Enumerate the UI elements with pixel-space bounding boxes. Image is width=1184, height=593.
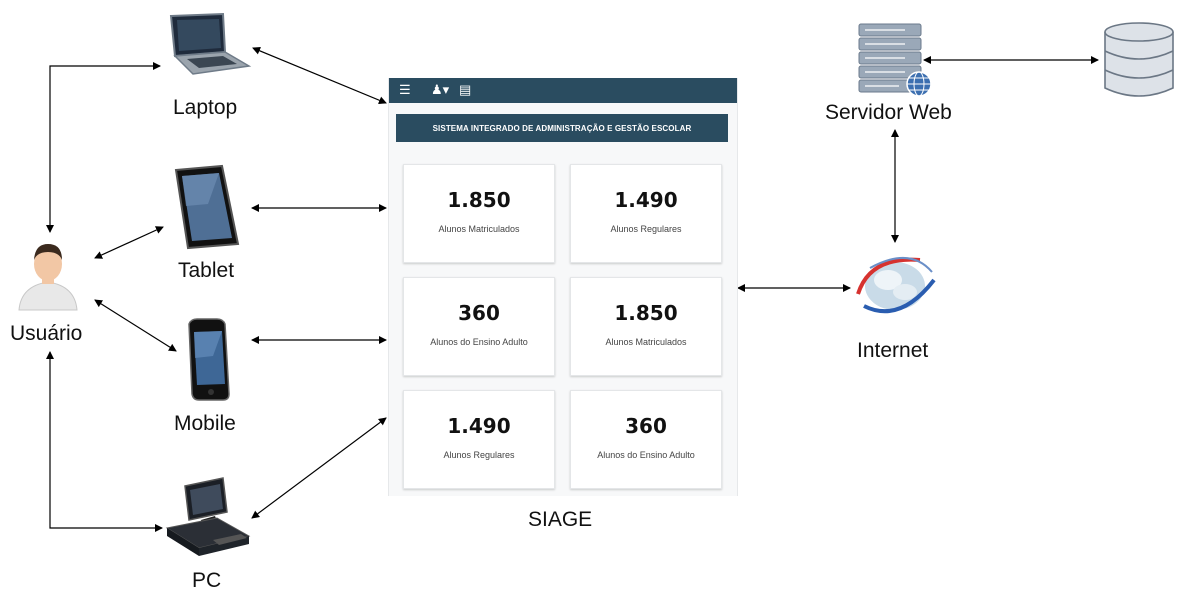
stat-card[interactable]: 360 Alunos do Ensino Adulto [403,277,555,376]
label-mobile: Mobile [174,412,236,435]
mobile-icon [188,318,230,401]
user-menu-icon[interactable]: ♟▾ [431,82,450,97]
stat-label: Alunos do Ensino Adulto [597,450,695,460]
stat-label: Alunos Matriculados [438,224,520,234]
stat-value: 1.850 [614,301,678,325]
stat-card[interactable]: 1.490 Alunos Regulares [570,164,722,263]
tablet-icon [174,164,240,250]
database-icon [1104,22,1174,97]
menu-icon[interactable]: ☰ [399,82,411,97]
stat-value: 360 [625,414,667,438]
label-internet: Internet [857,339,929,362]
stat-value: 1.490 [447,414,511,438]
stat-card[interactable]: 1.850 Alunos Matriculados [403,164,555,263]
stat-card[interactable]: 1.490 Alunos Regulares [403,390,555,489]
arrow-user-laptop [46,62,161,233]
stat-value: 1.850 [447,188,511,212]
siage-title: SISTEMA INTEGRADO DE ADMINISTRAÇÃO E GES… [396,114,728,142]
label-pc: PC [192,569,222,592]
stat-label: Alunos Matriculados [605,337,687,347]
stat-label: Alunos Regulares [610,224,682,234]
label-user: Usuário [10,322,83,345]
arrow-user-pc [46,351,163,532]
siage-screen: ☰ ♟▾ ▤ SISTEMA INTEGRADO DE ADMINISTRAÇÃ… [388,78,738,496]
label-tablet: Tablet [178,259,235,282]
internet-icon [856,256,936,314]
user-icon [18,244,78,311]
server-icon [858,23,932,97]
stat-label: Alunos Regulares [443,450,515,460]
stat-card[interactable]: 360 Alunos do Ensino Adulto [570,390,722,489]
label-laptop: Laptop [173,96,238,119]
siage-top-bar: ☰ ♟▾ ▤ [389,78,737,103]
school-icon[interactable]: ▤ [459,82,472,97]
arrow-user-tablet [94,226,164,259]
arrow-user-mobile [94,299,177,352]
arrow-pc-siage [251,417,387,519]
stat-label: Alunos do Ensino Adulto [430,337,528,347]
arrow-laptop-siage [252,46,387,105]
laptop-icon [169,12,252,75]
pc-icon [165,477,251,556]
label-siage: SIAGE [528,508,593,531]
stat-value: 360 [458,301,500,325]
label-server: Servidor Web [825,101,952,124]
stat-value: 1.490 [614,188,678,212]
stat-card[interactable]: 1.850 Alunos Matriculados [570,277,722,376]
